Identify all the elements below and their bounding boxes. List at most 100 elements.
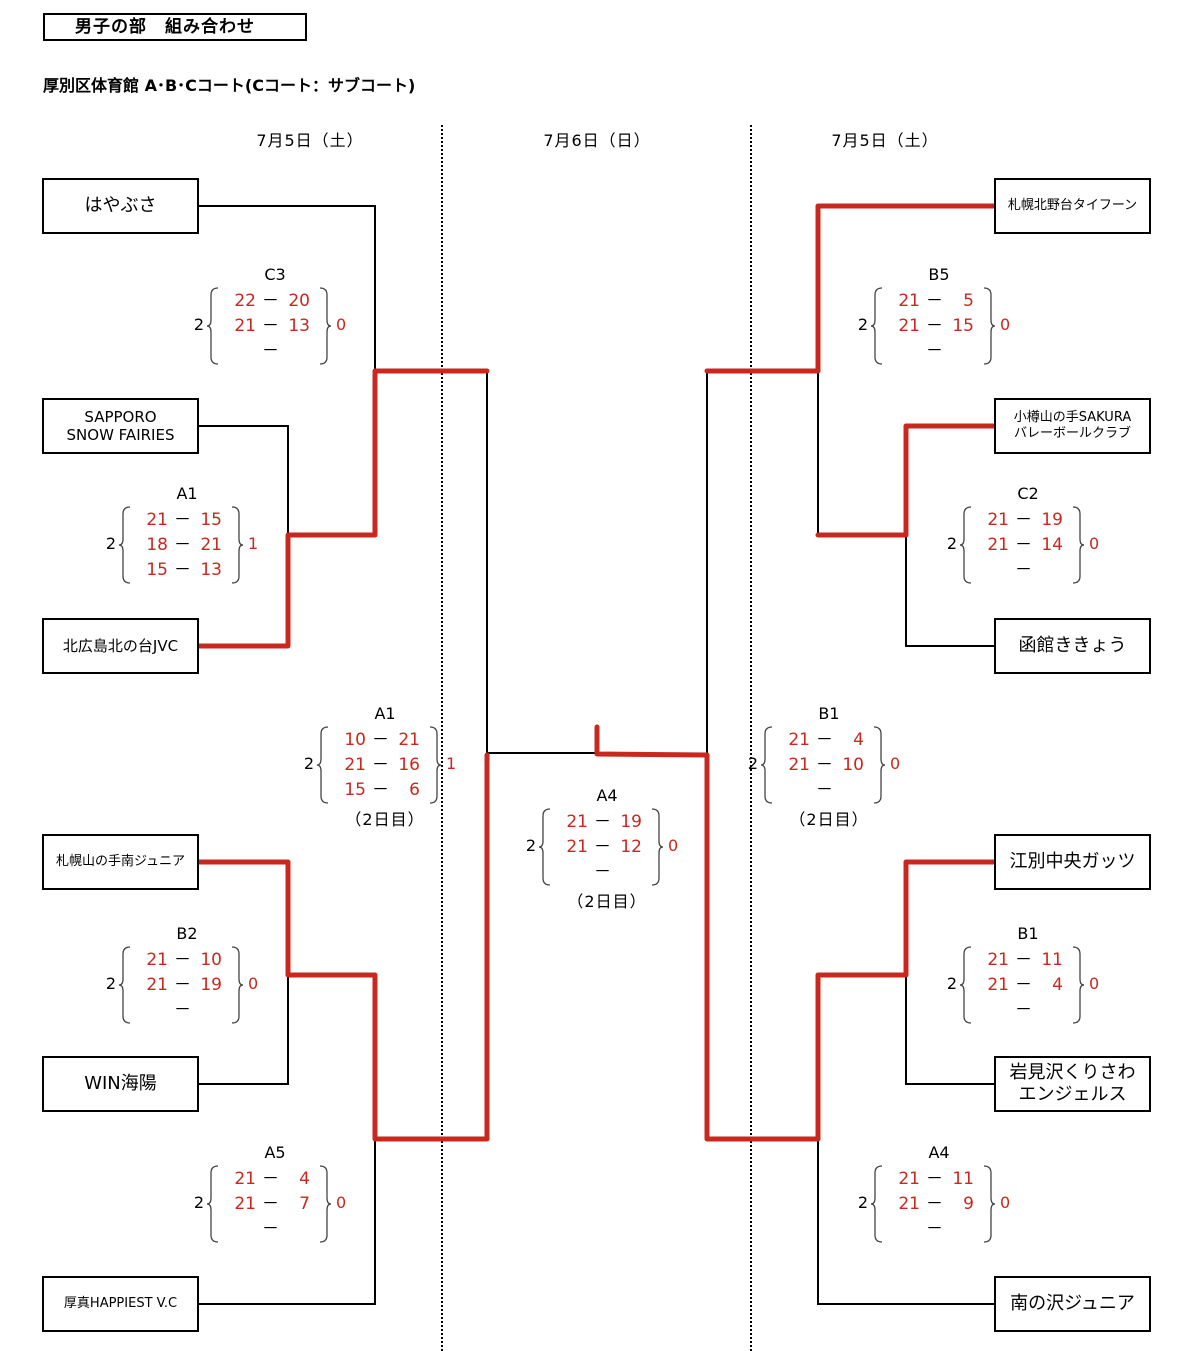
left-brace-icon — [206, 287, 219, 365]
left-sets-won: 2 — [105, 974, 116, 993]
set-dash: － — [816, 780, 833, 800]
court-label: A5 — [264, 1143, 286, 1162]
set-dash: － — [1015, 510, 1032, 530]
win-line-otaru — [815, 423, 998, 538]
set-score-row: － — [220, 339, 318, 364]
set-dash: － — [174, 535, 191, 555]
day-note: （2日目） — [345, 810, 425, 829]
win-line-final — [594, 724, 710, 758]
set-score-right: 11 — [1041, 950, 1063, 970]
right-sets-won: 0 — [668, 836, 679, 855]
right-brace-icon — [983, 1165, 996, 1243]
set-score-right: 14 — [1041, 535, 1063, 555]
set-score-right: 12 — [620, 837, 642, 857]
set-score-row: － — [774, 778, 872, 803]
court-label: B1 — [818, 704, 840, 723]
court-label: C3 — [264, 265, 286, 284]
set-dash: － — [594, 862, 611, 882]
team-box: WIN海陽 — [42, 1056, 199, 1112]
set-score-row: 21－7 — [220, 1192, 318, 1217]
set-score-row: 21－5 — [884, 289, 982, 314]
set-score-left: 21 — [788, 730, 810, 750]
left-brace-icon — [316, 726, 329, 804]
left-sets-won: 2 — [525, 836, 536, 855]
set-score-right: 16 — [398, 755, 420, 775]
set-score-right: 5 — [963, 291, 974, 311]
set-dash: － — [174, 560, 191, 580]
set-dash: － — [816, 755, 833, 775]
left-sets-won: 2 — [747, 754, 758, 773]
set-score-row: 22 － 20 — [220, 289, 318, 314]
right-sets-won: 1 — [248, 534, 259, 553]
left-brace-icon — [870, 287, 883, 365]
team-box: 南の沢ジュニア — [994, 1276, 1151, 1332]
team-box: 厚真HAPPIEST V.C — [42, 1276, 199, 1332]
set-dash: － — [174, 975, 191, 995]
set-score-right: 11 — [952, 1169, 974, 1189]
right-sets-won: 0 — [1000, 315, 1011, 334]
set-score-row: 21－10 — [132, 948, 230, 973]
left-sets-won: 2 — [105, 534, 116, 553]
set-score-right: 21 — [200, 535, 222, 555]
set-score-row: 21－11 — [884, 1167, 982, 1192]
left-brace-icon — [206, 1165, 219, 1243]
left-sets-won: 2 — [193, 1193, 204, 1212]
set-score-row: － — [132, 998, 230, 1023]
date-center: 7月6日（日） — [543, 131, 651, 150]
right-brace-icon — [983, 287, 996, 365]
set-score-left: 21 — [566, 812, 588, 832]
left-sets-won: 2 — [303, 754, 314, 773]
set-score-row: 21－4 — [774, 728, 872, 753]
set-score-right: 4 — [299, 1169, 310, 1189]
line-minaminosawa — [817, 1139, 995, 1305]
right-brace-icon — [319, 1165, 332, 1243]
court-label: A1 — [176, 484, 198, 503]
left-sets-won: 2 — [946, 534, 957, 553]
right-brace-icon — [319, 287, 332, 365]
set-score-left: 21 — [898, 1194, 920, 1214]
right-sets-won: 0 — [336, 315, 347, 334]
set-score-row: 15－13 — [132, 558, 230, 583]
line-sapporo-snow — [198, 425, 289, 535]
set-score-right: 15 — [952, 316, 974, 336]
set-score-row: 21－12 — [552, 835, 650, 860]
set-score-row: － — [884, 339, 982, 364]
left-brace-icon — [118, 946, 131, 1024]
win-line-sapporo-yamanote — [195, 752, 490, 1142]
set-score-left: 21 — [898, 291, 920, 311]
set-score-left: 21 — [987, 950, 1009, 970]
right-sets-won: 0 — [890, 754, 901, 773]
set-dash: － — [262, 291, 279, 311]
set-dash: － — [372, 730, 389, 750]
set-score-row: － — [552, 860, 650, 885]
set-score-left: 22 — [234, 291, 256, 311]
day-note: （2日目） — [789, 810, 869, 829]
set-score-row: 21－4 — [973, 973, 1071, 998]
date-right: 7月5日（土） — [831, 131, 939, 150]
left-brace-icon — [959, 506, 972, 584]
set-dash: － — [1015, 535, 1032, 555]
set-score-row: 21－13 — [220, 314, 318, 339]
set-score-left: 21 — [234, 316, 256, 336]
set-dash: － — [262, 1169, 279, 1189]
set-score-right: 15 — [200, 510, 222, 530]
set-score-right: 19 — [620, 812, 642, 832]
right-brace-icon — [429, 726, 442, 804]
right-sets-won: 0 — [1000, 1193, 1011, 1212]
left-brace-icon — [870, 1165, 883, 1243]
set-score-row: 21－15 — [132, 508, 230, 533]
set-score-left: 15 — [344, 780, 366, 800]
set-score-row: 21－9 — [884, 1192, 982, 1217]
set-score-row: － — [220, 1217, 318, 1242]
court-label: B1 — [1017, 924, 1039, 943]
right-sets-won: 0 — [1089, 974, 1100, 993]
left-sets-won: 2 — [193, 315, 204, 334]
set-score-right: 20 — [288, 291, 310, 311]
